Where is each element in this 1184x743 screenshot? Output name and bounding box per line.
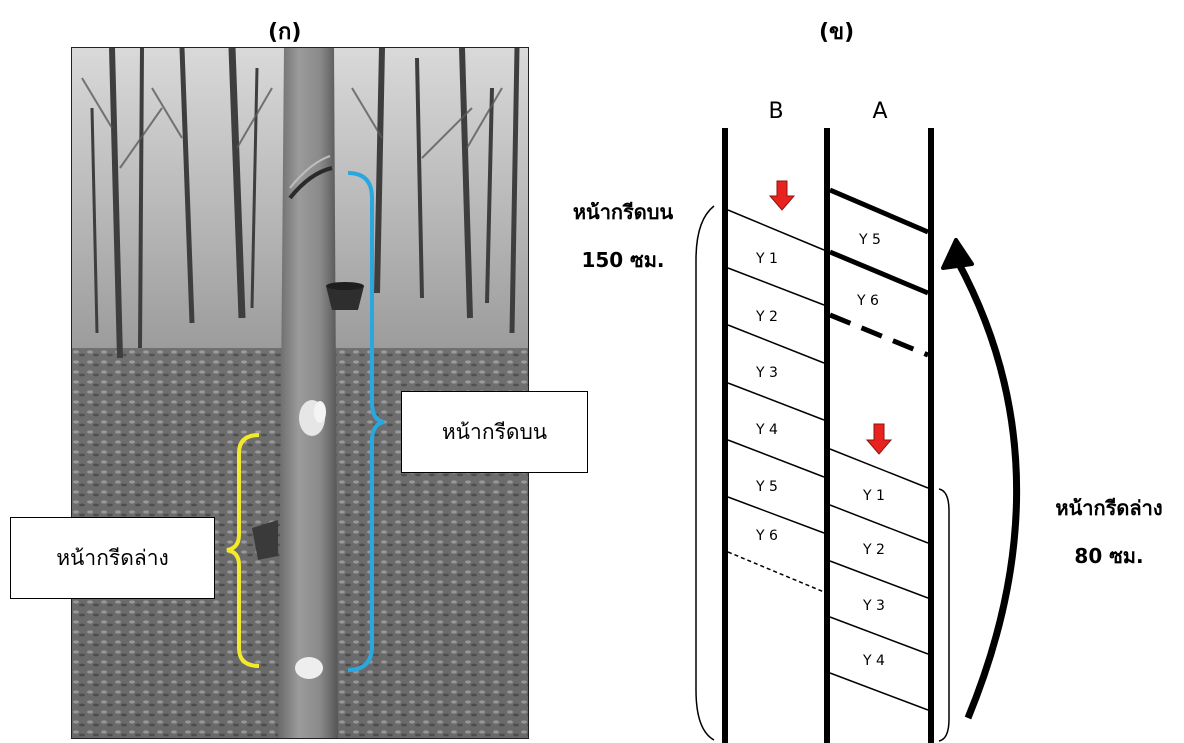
- a-lower-year-label: Y 3: [862, 598, 885, 614]
- b-year-label: Y 5: [755, 479, 778, 495]
- b-cut: [727, 267, 825, 306]
- b-cut: [727, 209, 825, 251]
- b-year-label: Y 2: [755, 309, 778, 325]
- rubber-tree-photo: [71, 47, 529, 739]
- column-b-label: B: [768, 99, 783, 124]
- b-year-label: Y 3: [755, 365, 778, 381]
- a-lower-cut: [829, 560, 929, 599]
- a-lower-cut: [829, 672, 929, 711]
- column-a-label: A: [872, 99, 887, 124]
- b-future-cut: [727, 551, 825, 593]
- a-lower-cut: [829, 616, 929, 655]
- arrowhead-icon: [941, 238, 974, 270]
- upper-face-bracket: [347, 171, 385, 672]
- a-upper-year-label: Y 6: [856, 293, 879, 309]
- down-arrow-icon: [865, 423, 893, 455]
- down-arrow-icon: [768, 180, 796, 211]
- a-lower-cut: [829, 504, 929, 544]
- b-cut: [727, 439, 825, 478]
- b-cut: [727, 382, 825, 421]
- a-upper-future-cut: [829, 312, 929, 358]
- tapping-diagram: B A Y 1 Y 2 Y 3 Y 4 Y 5 Y 6 Y 5 Y 6 Y 1: [722, 99, 1021, 743]
- panel-label-left: (ก): [268, 20, 302, 45]
- lower-face-bracket: [226, 433, 260, 668]
- b-cut: [727, 324, 825, 364]
- upper-face-length: 150 ซม.: [581, 248, 665, 272]
- upward-curved-arrow: [954, 260, 1021, 720]
- upper-face-label: หน้ากรีดบน 150 ซม.: [548, 188, 698, 284]
- a-upper-cut: [829, 249, 929, 296]
- a-lower-year-label: Y 4: [862, 653, 885, 669]
- upper-face-title: หน้ากรีดบน: [572, 200, 674, 224]
- lower-face-title: หน้ากรีดล่าง: [1055, 496, 1163, 520]
- panel-label-right: (ข): [819, 20, 855, 45]
- a-lower-year-label: Y 2: [862, 542, 885, 558]
- lower-face-paren: [938, 488, 950, 742]
- b-year-label: Y 6: [755, 528, 778, 544]
- upper-face-paren: [695, 205, 715, 741]
- b-cut: [727, 496, 825, 534]
- b-year-label: Y 1: [755, 251, 778, 267]
- a-upper-cut: [829, 187, 929, 235]
- callout-upper-face: หน้ากรีดบน: [401, 391, 588, 473]
- b-year-label: Y 4: [755, 422, 778, 438]
- a-upper-year-label: Y 5: [858, 232, 881, 248]
- a-lower-year-label: Y 1: [862, 488, 885, 504]
- callout-lower-face: หน้ากรีดล่าง: [10, 517, 215, 599]
- photo-illustration: [72, 48, 528, 738]
- lower-face-label: หน้ากรีดล่าง 80 ซม.: [1034, 484, 1184, 580]
- a-lower-cut: [829, 448, 929, 489]
- lower-face-length: 80 ซม.: [1074, 544, 1144, 568]
